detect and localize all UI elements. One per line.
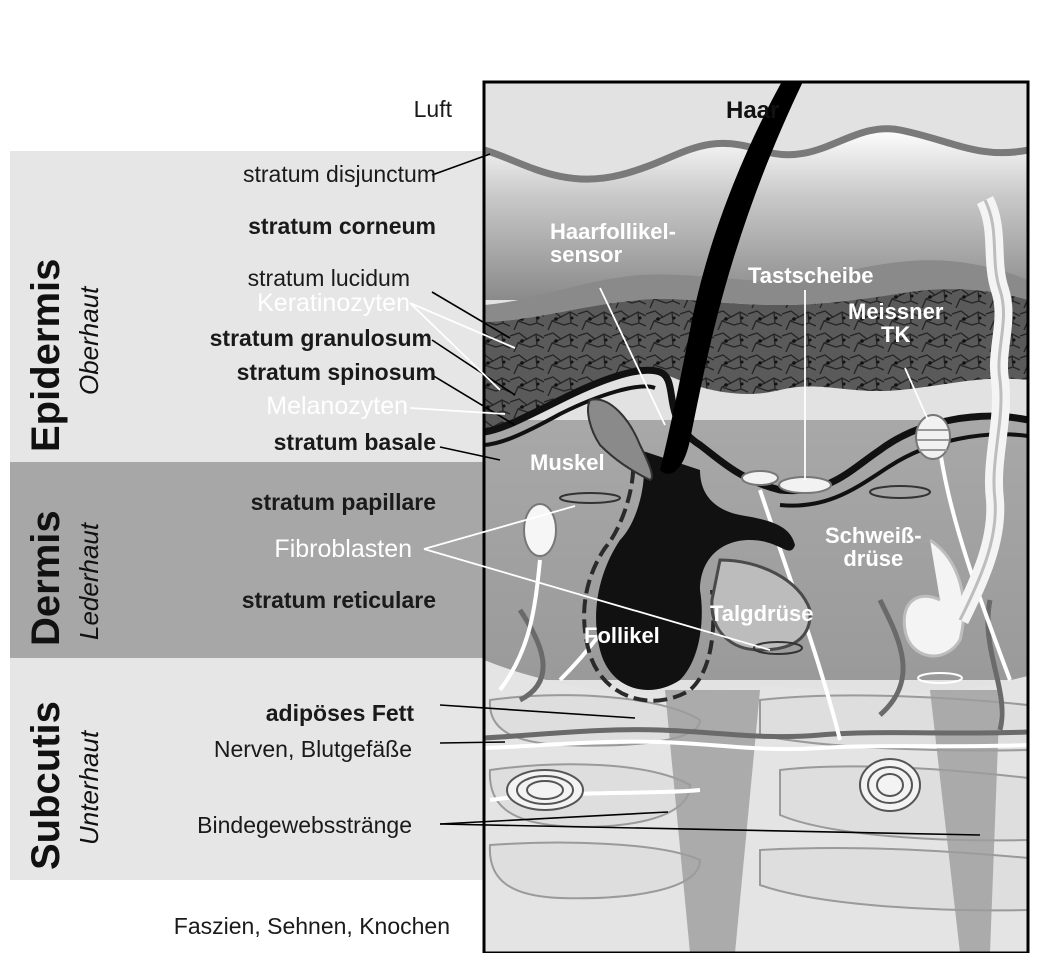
- label-stratum-spinosum: stratum spinosum: [237, 361, 436, 384]
- label-stratum-papillare: stratum papillare: [251, 491, 436, 514]
- label-melanozyten: Melanozyten: [266, 394, 408, 419]
- label-haar: Haar: [726, 98, 779, 123]
- label-luft: Luft: [414, 98, 452, 121]
- subcutis-title: Subcutis: [26, 701, 66, 870]
- label-muskel: Muskel: [530, 451, 605, 474]
- label-follikel: Follikel: [584, 624, 660, 647]
- label-talgdruese: Talgdrüse: [710, 602, 814, 625]
- label-tastscheibe: Tastscheibe: [748, 264, 874, 287]
- label-stratum-granulosum: stratum granulosum: [210, 327, 432, 350]
- label-stratum-reticulare: stratum reticulare: [242, 589, 436, 612]
- epidermis-title: Epidermis: [26, 259, 66, 452]
- label-stratum-corneum: stratum corneum: [248, 215, 436, 238]
- label-meissner-line1: Meissner: [848, 299, 943, 324]
- epidermis-subtitle: Oberhaut: [76, 287, 102, 395]
- label-haarfollikelsensor-line1: Haarfollikel-: [550, 219, 676, 244]
- label-bindegewebsstraenge: Bindegewebsstränge: [197, 814, 412, 837]
- dermis-title: Dermis: [26, 510, 66, 646]
- label-keratinozyten: Keratinozyten: [257, 291, 410, 316]
- label-stratum-disjunctum: stratum disjunctum: [243, 163, 436, 186]
- label-meissner-line2: TK: [881, 322, 910, 347]
- label-fibroblasten: Fibroblasten: [274, 537, 412, 562]
- dermis-subtitle: Lederhaut: [76, 523, 102, 640]
- label-schweiss-line1: Schweiß-: [825, 523, 922, 548]
- label-haarfollikelsensor-line2: sensor: [550, 242, 622, 267]
- label-nerven-blutgefaesse: Nerven, Blutgefäße: [214, 738, 412, 761]
- label-adiposes-fett: adipöses Fett: [266, 702, 414, 725]
- label-faszien-sehnen-knochen: Faszien, Sehnen, Knochen: [174, 915, 450, 938]
- label-schweiss-line2: drüse: [843, 546, 903, 571]
- label-stratum-basale: stratum basale: [274, 431, 436, 454]
- label-meissner-tk: Meissner TK: [848, 300, 943, 346]
- label-haarfollikelsensor: Haarfollikel- sensor: [550, 220, 676, 266]
- label-schweissdruese: Schweiß- drüse: [825, 524, 922, 570]
- label-stratum-lucidum: stratum lucidum: [248, 267, 410, 290]
- cross-section: [484, 0, 1028, 953]
- subcutis-subtitle: Unterhaut: [76, 731, 102, 845]
